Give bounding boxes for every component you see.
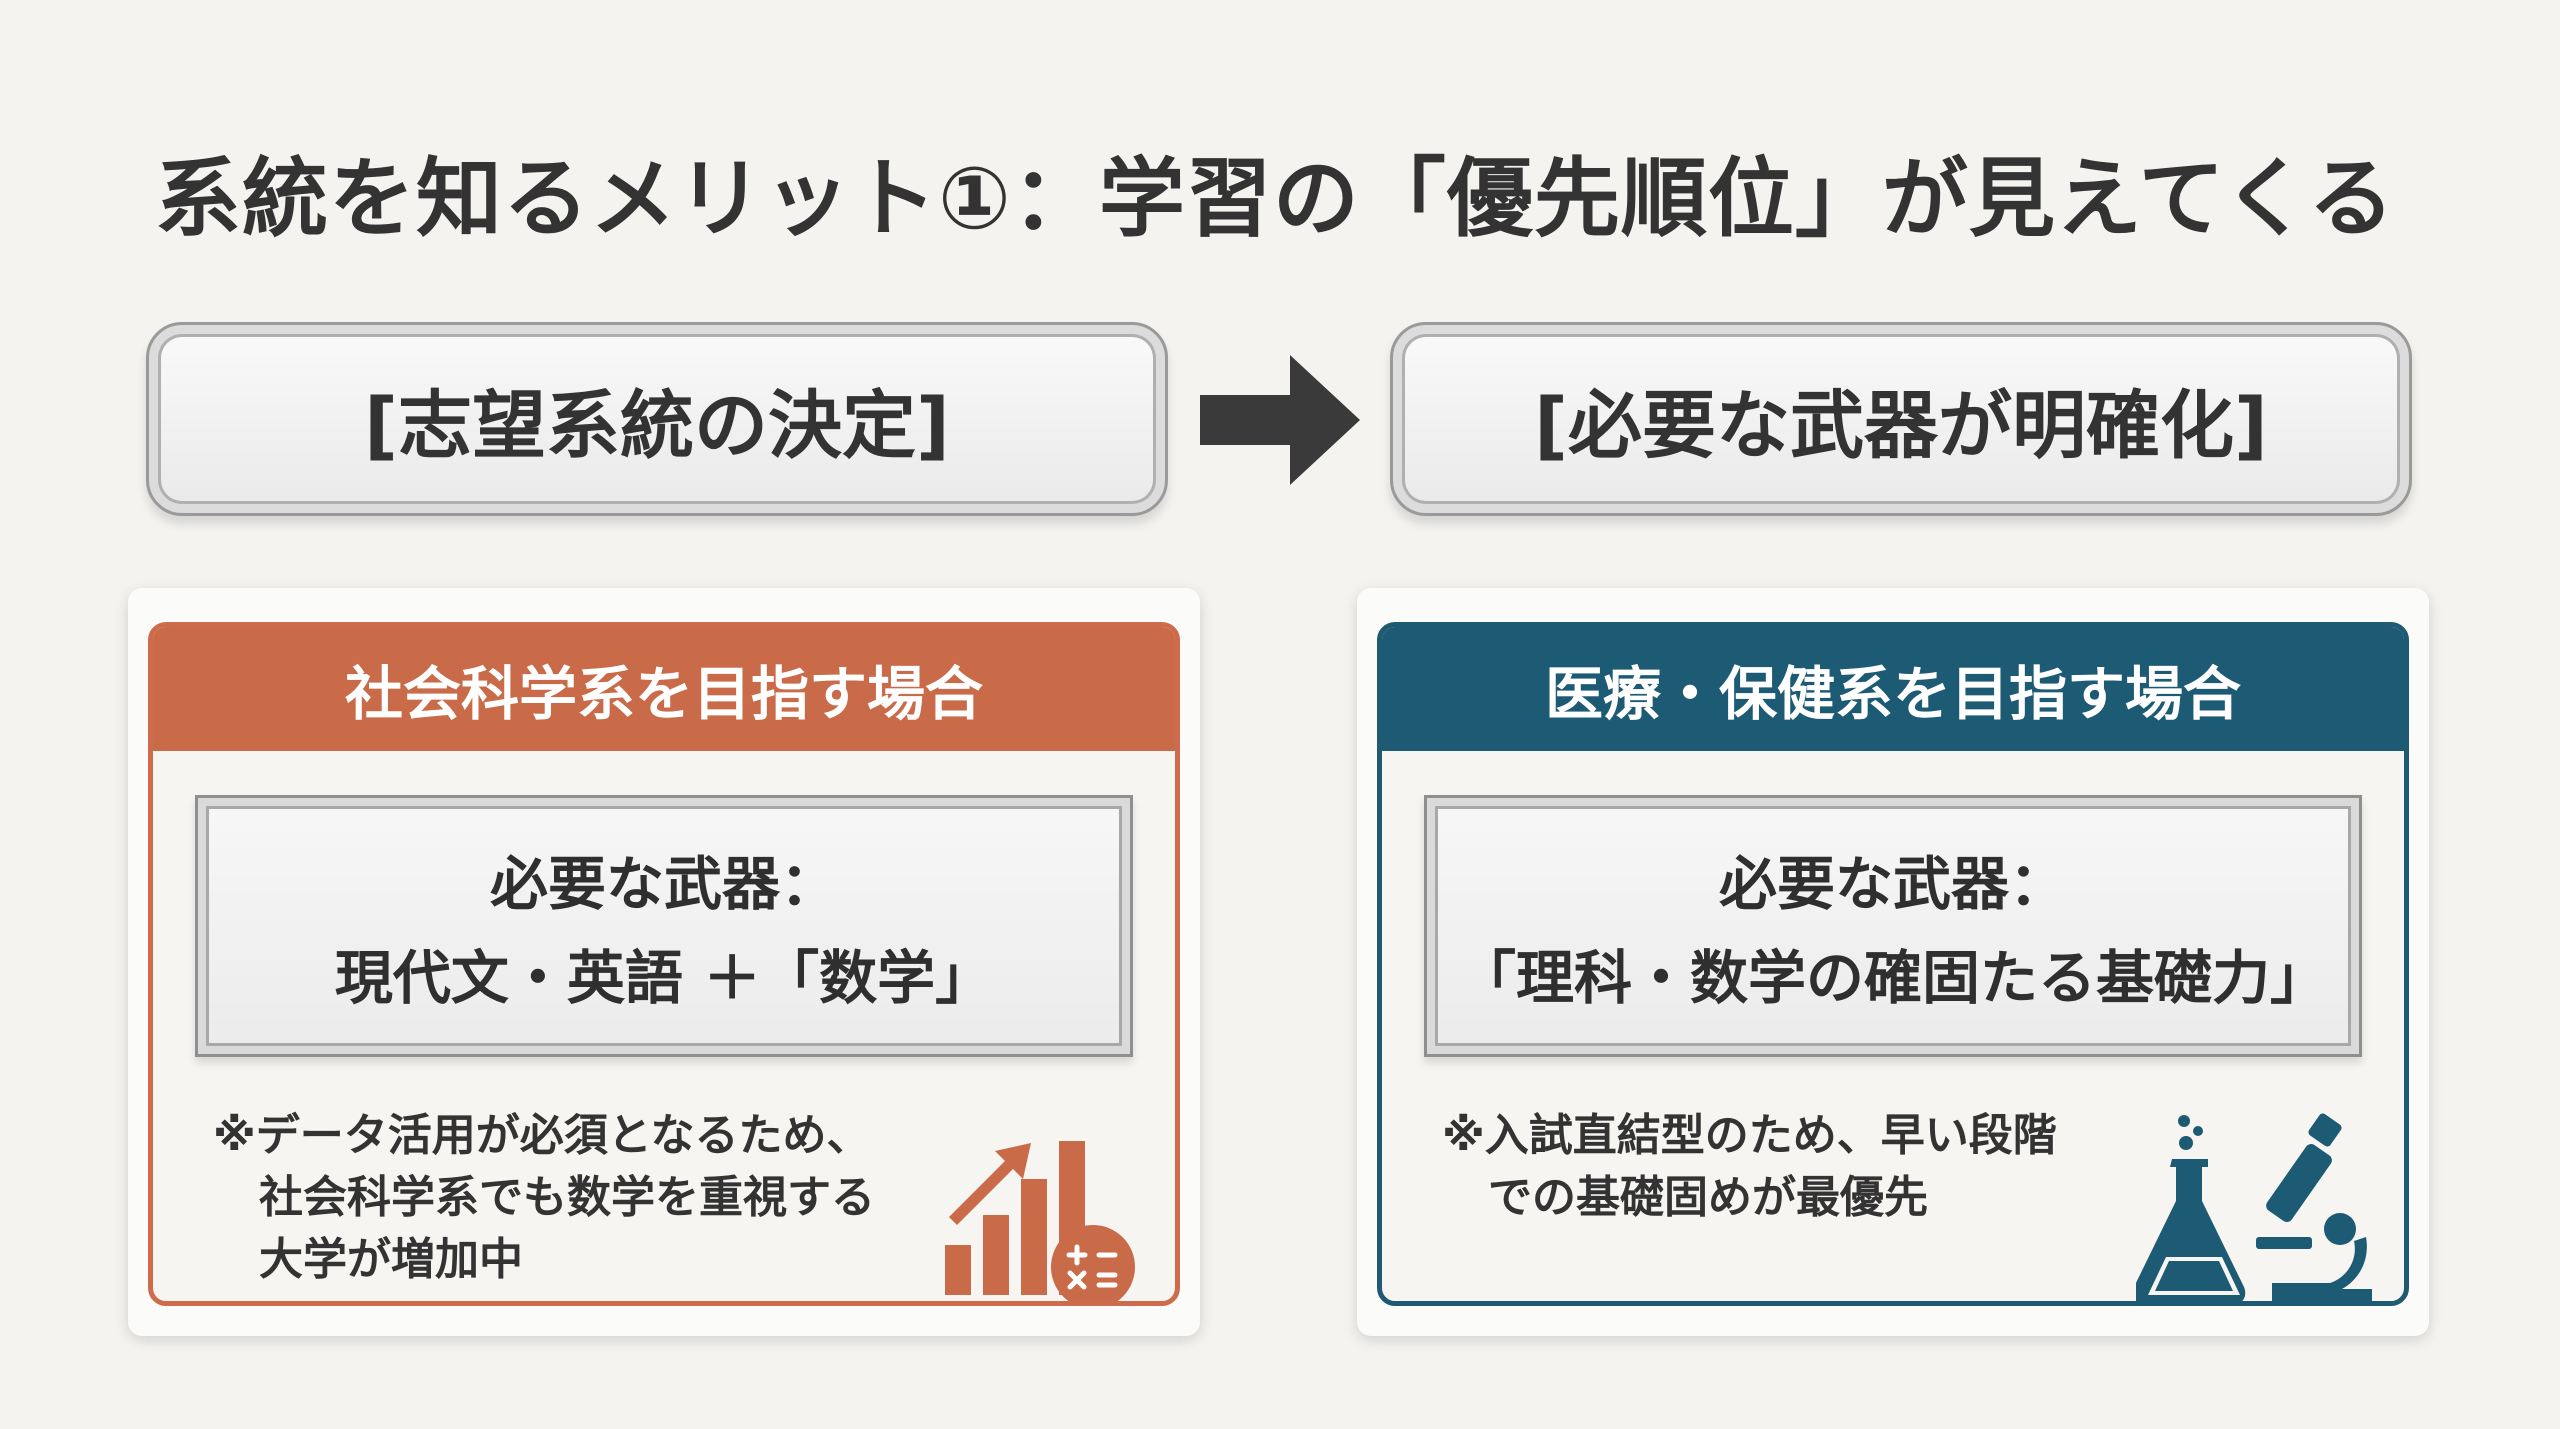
clarified-box: [必要な武器が明確化] — [1390, 322, 2412, 516]
weapon-subjects: 現代文・英語 ＋「数学」 — [334, 944, 994, 1012]
social-science-card-frame: 社会科学系を目指す場合 必要な武器： 現代文・英語 ＋「数学」 ※データ活用が必… — [148, 622, 1180, 1306]
page-title: 系統を知るメリット①：学習の「優先順位」が見えてくる — [155, 149, 2396, 249]
right-arrow-icon — [1200, 355, 1360, 485]
decision-box: [志望系統の決定] — [146, 322, 1168, 516]
social-science-card-header: 社会科学系を目指す場合 — [153, 627, 1175, 751]
decision-label: [志望系統の決定] — [364, 382, 950, 469]
social-science-card: 社会科学系を目指す場合 必要な武器： 現代文・英語 ＋「数学」 ※データ活用が必… — [128, 588, 1200, 1336]
weapon-subjects: 「理科・数学の確固たる基礎力」 — [1457, 944, 2328, 1012]
note-line-2: 社会科学系でも数学を重視する — [259, 1172, 875, 1223]
note-line-1: ※データ活用が必須となるため、 — [213, 1110, 871, 1161]
growth-chart-math-icon — [945, 1141, 1135, 1301]
clarified-label: [必要な武器が明確化] — [1534, 382, 2268, 469]
note-line-3: 大学が増加中 — [259, 1234, 523, 1285]
medical-health-card-frame: 医療・保健系を目指す場合 必要な武器： 「理科・数学の確固たる基礎力」 ※入試直… — [1377, 622, 2409, 1306]
weapon-heading: 必要な武器： — [489, 850, 838, 918]
medical-health-weapon-box: 必要な武器： 「理科・数学の確固たる基礎力」 — [1424, 795, 2362, 1057]
social-science-note: ※データ活用が必須となるため、 社会科学系でも数学を重視する 大学が増加中 — [213, 1105, 875, 1291]
medical-health-card-header: 医療・保健系を目指す場合 — [1382, 627, 2404, 751]
weapon-heading: 必要な武器： — [1718, 850, 2067, 918]
flask-microscope-icon — [2136, 1113, 2372, 1301]
note-line-1: ※入試直結型のため、早い段階 — [1442, 1110, 2057, 1161]
medical-health-note: ※入試直結型のため、早い段階 での基礎固めが最優先 — [1442, 1105, 2057, 1229]
social-science-weapon-box: 必要な武器： 現代文・英語 ＋「数学」 — [195, 795, 1133, 1057]
note-line-2: での基礎固めが最優先 — [1488, 1172, 1928, 1223]
medical-health-card: 医療・保健系を目指す場合 必要な武器： 「理科・数学の確固たる基礎力」 ※入試直… — [1357, 588, 2429, 1336]
